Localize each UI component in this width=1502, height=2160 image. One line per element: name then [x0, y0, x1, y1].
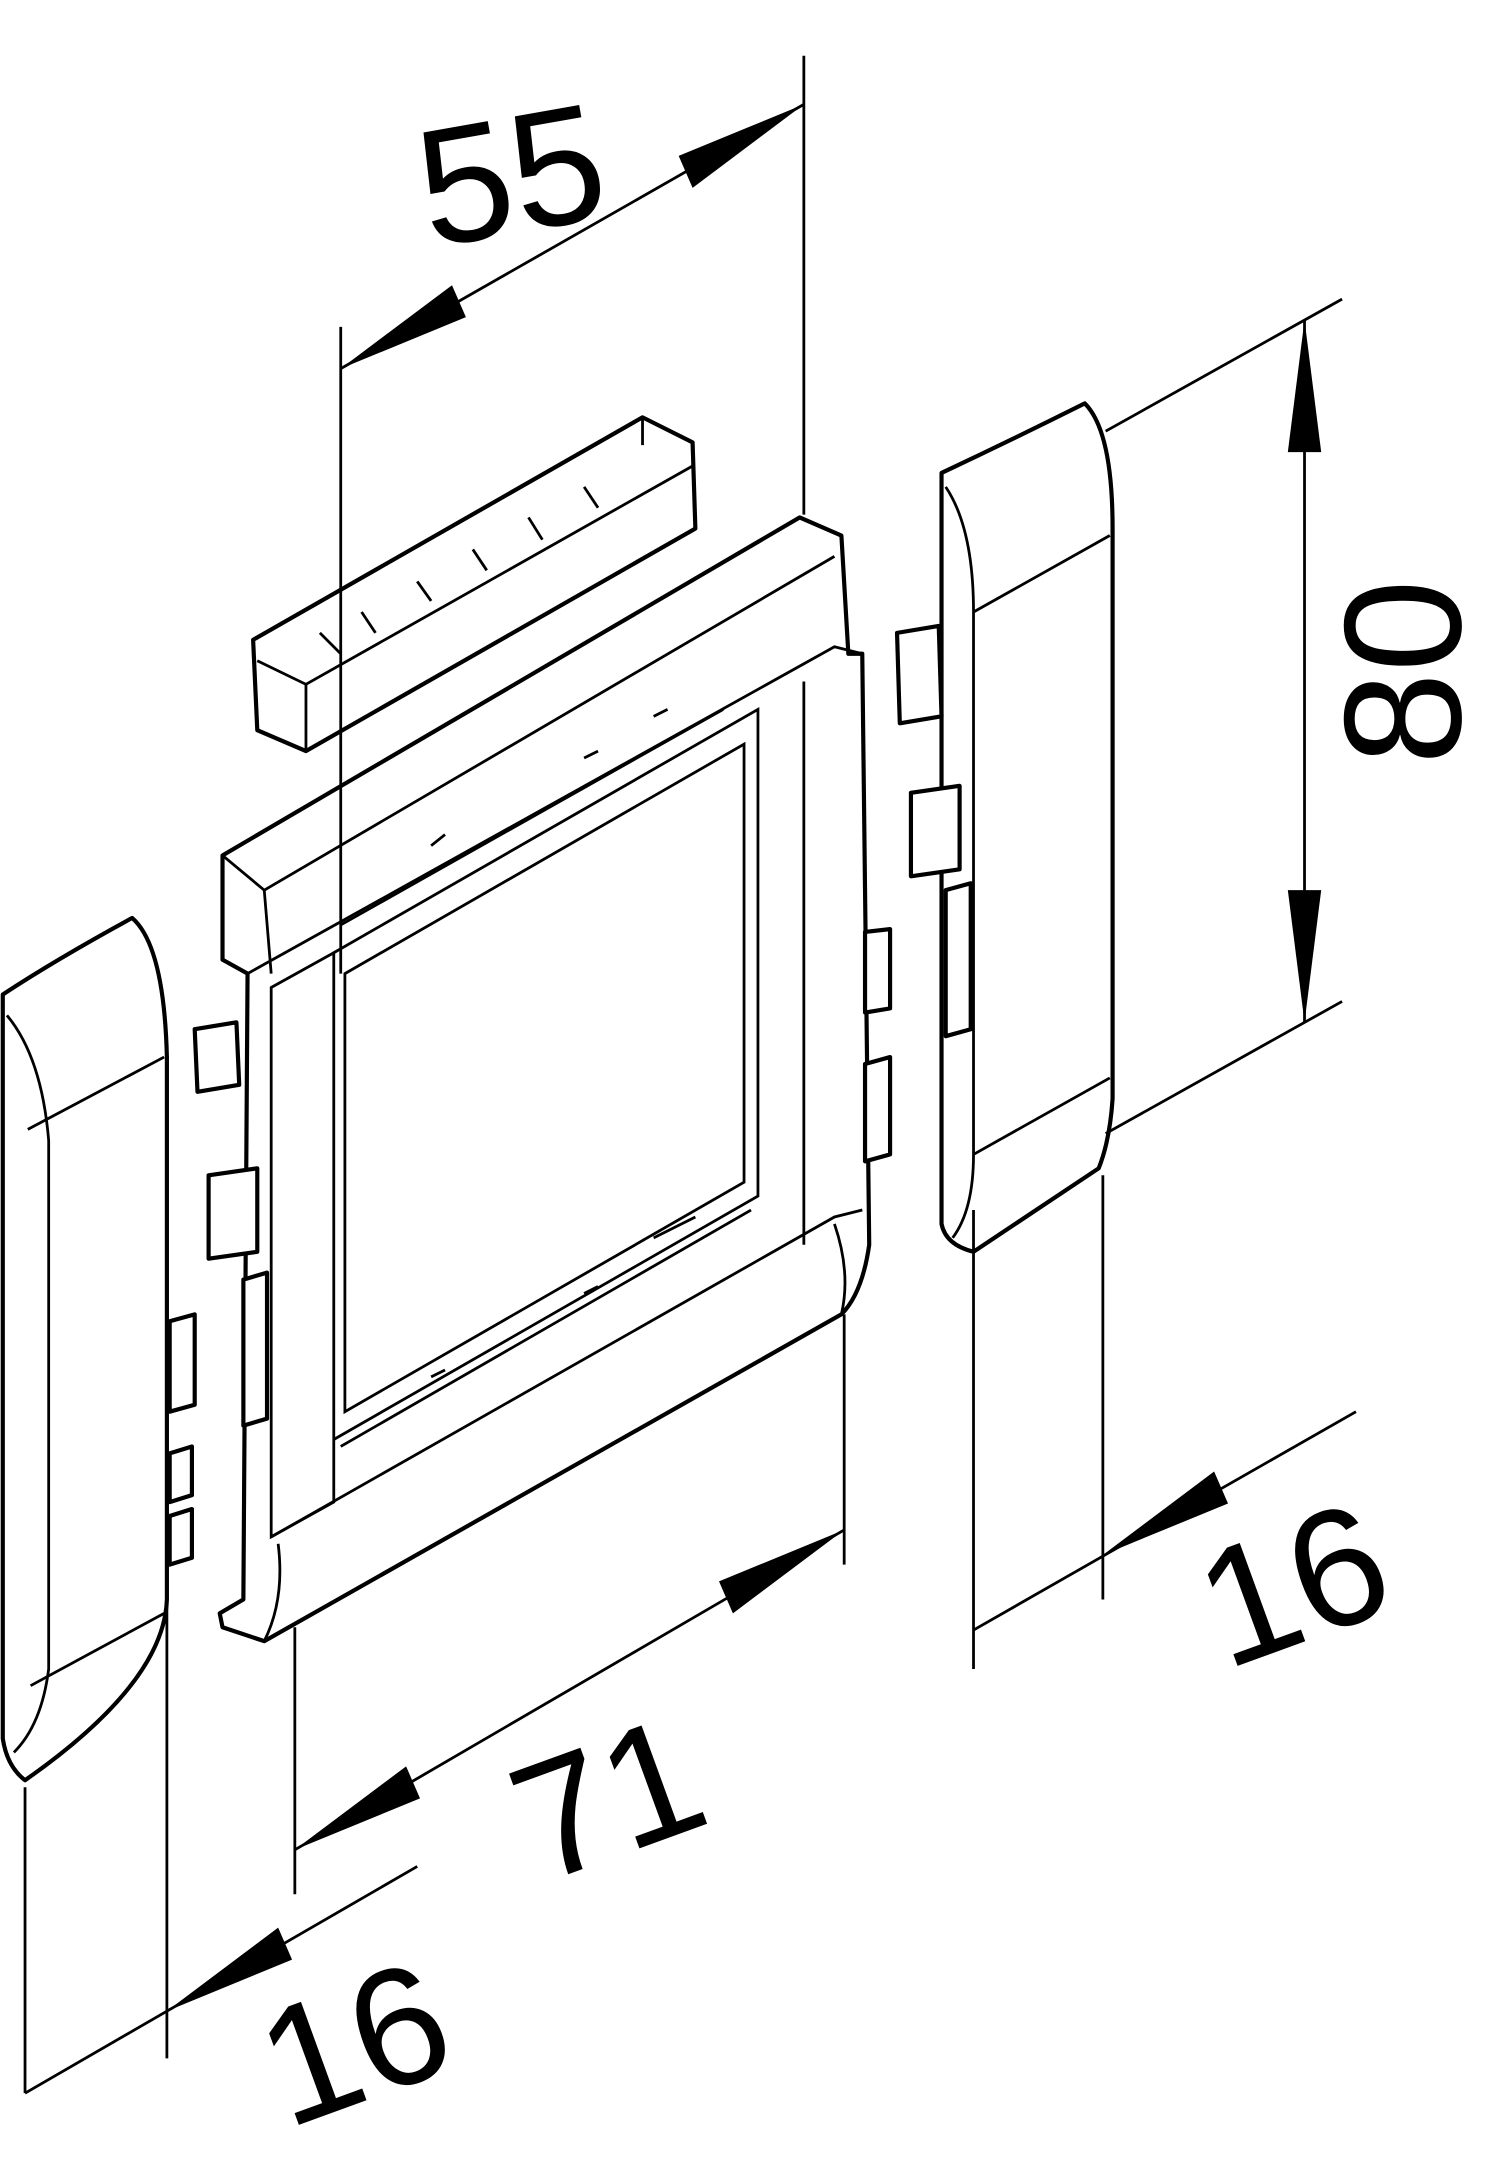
right-end-cap [894, 401, 1115, 1254]
label-insert-strip [251, 415, 698, 754]
dimension-55: 55 [339, 55, 806, 974]
frame [192, 515, 893, 1644]
dimension-16-right: 16 [972, 1175, 1412, 1704]
dimension-label-80: 80 [1310, 579, 1496, 765]
dimension-label-55: 55 [404, 68, 619, 283]
dimension-80: 80 [1104, 297, 1496, 1135]
left-end-cap [0, 915, 197, 1783]
